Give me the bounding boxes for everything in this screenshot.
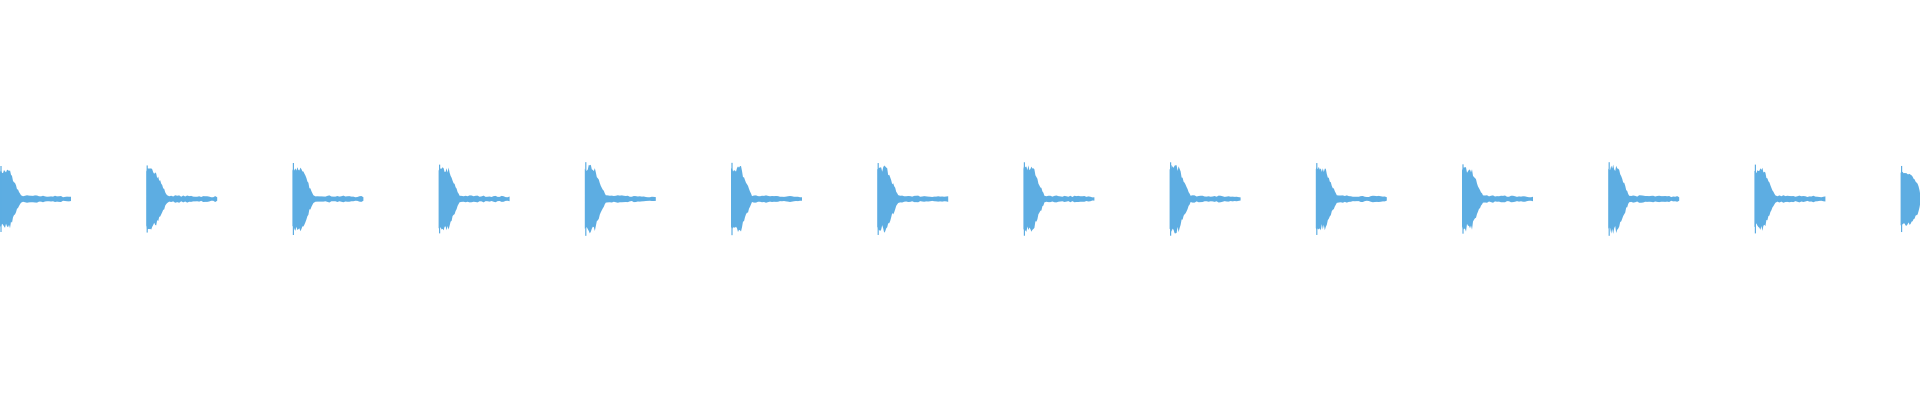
waveform-envelope [1900, 171, 1920, 226]
waveform-pulse [731, 162, 802, 236]
waveform-envelope [1169, 164, 1241, 234]
waveform-pulse [0, 165, 71, 233]
waveform-envelope [731, 166, 802, 232]
waveform-envelope [146, 168, 218, 230]
waveform-envelope [438, 167, 510, 231]
waveform-pulse [1315, 163, 1387, 235]
waveform-pulse [1900, 165, 1920, 233]
waveform-envelope [292, 167, 364, 232]
waveform-pulse [1169, 162, 1241, 236]
waveform-envelope [1462, 166, 1533, 232]
waveform-envelope [877, 165, 949, 233]
waveform-pulse [292, 162, 364, 236]
waveform-pulses [0, 162, 1920, 236]
waveform-envelope [1608, 164, 1680, 234]
waveform-pulse [1023, 162, 1095, 236]
waveform-envelope [1315, 166, 1387, 231]
waveform-envelope [584, 164, 656, 234]
waveform-pulse [584, 162, 656, 236]
waveform-pulse [146, 165, 218, 233]
waveform-pulse [1462, 164, 1533, 234]
waveform-envelope [1023, 164, 1095, 232]
waveform-pulse [877, 163, 949, 235]
waveform-pulse [1608, 162, 1680, 236]
waveform-pulse [438, 164, 510, 234]
waveform-envelope [0, 168, 71, 229]
waveform-envelope [1754, 167, 1826, 231]
waveform-pulse [1754, 164, 1826, 234]
